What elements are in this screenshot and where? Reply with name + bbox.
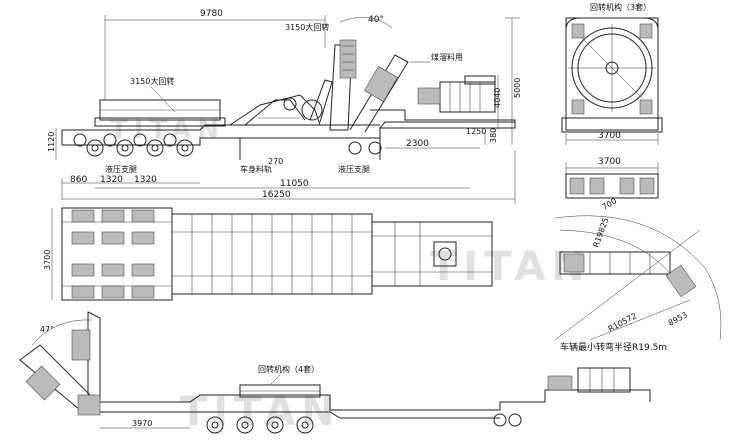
bottom-wheels [206,413,522,434]
plan-wheels [71,209,155,299]
dim-5000: 5000 [513,78,522,98]
dim-11050: 11050 [280,179,309,189]
dim-9780: 9780 [200,9,223,19]
bottom-view: 47° 回转机构（4套） 3970 [19,311,651,434]
label-slew-3: 回转机构（3套） [590,2,651,12]
label-hydraulic-left: 液压支腿 [105,164,137,174]
dim-3700-front-bottom: 3700 [598,157,621,167]
label-8953: 8953 [667,310,689,328]
dim-1320-b: 1320 [134,175,157,185]
dim-angle-47: 47° [40,325,54,334]
label-body-material: 车身料轨 [240,164,272,174]
dim-1120: 1120 [47,132,56,152]
dim-4040: 4040 [493,88,502,108]
dim-16250: 16250 [262,190,291,200]
label-3150-left: 3150大回转 [130,76,174,86]
label-coal-feed: 煤溜料用 [431,52,463,62]
dim-2300: 2300 [406,139,429,149]
label-hydraulic-right: 液压支腿 [338,164,370,174]
dim-3970: 3970 [132,419,152,428]
front-view: 回转机构（3套） 3700 3700 [561,2,663,199]
plan-view: 3700 700 [43,196,619,301]
dim-700: 700 [601,196,619,211]
label-r-outer: R19825 [591,216,610,248]
dim-3700-front-top: 3700 [598,131,621,141]
dim-1250: 1250 [466,127,486,136]
side-view: 9780 40° 3150大回转 3150大回转 煤溜料用 4040 5000 … [47,9,522,204]
rear-wheels [73,133,194,157]
label-slew-4: 回转机构（4套） [258,364,319,374]
dim-angle-40: 40° [368,15,384,25]
dim-860: 860 [70,175,87,185]
label-3150-right: 3150大回转 [285,22,329,32]
tilted-mast [283,39,409,133]
dim-380: 380 [489,128,498,143]
dim-1320-a: 1320 [100,175,123,185]
turning-caption: 车辆最小转弯半径R19.5m [560,341,667,353]
dim-270: 270 [268,157,283,166]
dim-3700-plan: 3700 [43,250,52,270]
